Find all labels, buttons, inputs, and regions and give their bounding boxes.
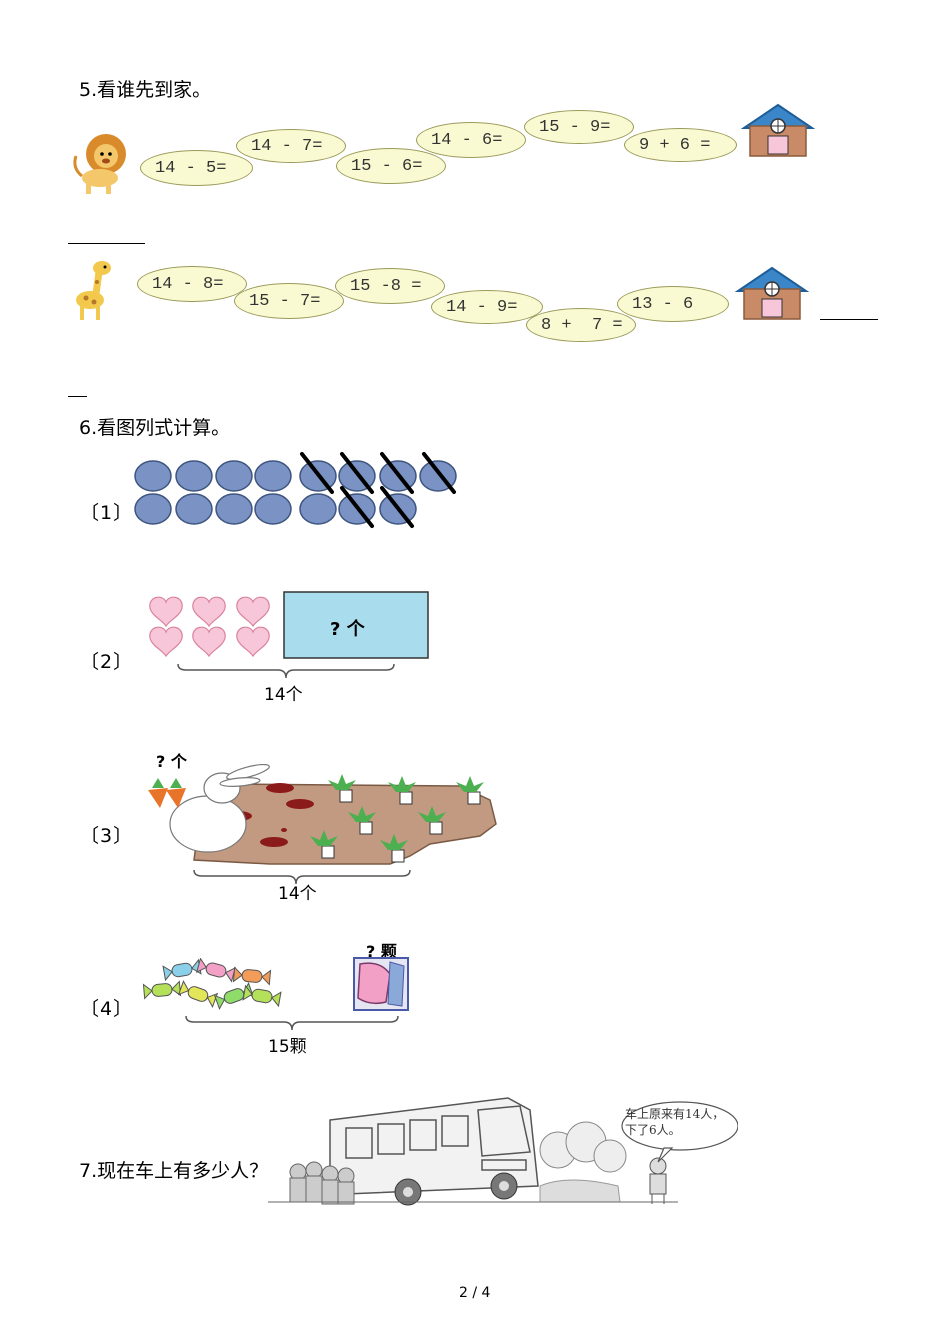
giraffe-icon: [76, 261, 111, 320]
equation-oval[interactable]: 15 - 7=: [234, 283, 344, 319]
brace: [185, 1015, 399, 1031]
candy-question-label: ? 颗: [366, 942, 397, 961]
part-label: 〔1〕: [80, 502, 134, 524]
part-label: 〔2〕: [80, 651, 134, 673]
equation-oval[interactable]: 15 - 9=: [524, 110, 634, 144]
lion-icon: [73, 134, 126, 194]
equation-oval[interactable]: 9 + 6 =: [624, 128, 737, 162]
answer-blank[interactable]: [820, 319, 878, 320]
hidden-candies-box: [353, 957, 409, 1011]
part-label: 〔3〕: [80, 825, 134, 847]
answer-blank[interactable]: [68, 243, 145, 244]
hearts-box-figure: [149, 591, 429, 679]
answer-blank[interactable]: [68, 396, 87, 397]
box-question-label: ? 个: [330, 619, 365, 640]
total-label: 14个: [278, 884, 317, 904]
q6-title: 6.看图列式计算。: [79, 417, 231, 439]
house-icon: [740, 103, 816, 157]
equation-oval[interactable]: 14 - 9=: [431, 290, 543, 324]
q7-title: 7.现在车上有多少人？: [79, 1160, 269, 1182]
equation-oval[interactable]: 14 - 5=: [140, 150, 253, 186]
speech-line: 车上原来有14人，: [625, 1107, 725, 1121]
equation-oval[interactable]: 8 + 7 =: [526, 308, 636, 342]
equation-oval[interactable]: 14 - 8=: [137, 266, 247, 302]
equation-oval[interactable]: 14 - 6=: [416, 122, 526, 158]
candies-figure: [142, 958, 282, 1010]
page-number: 2 / 4: [459, 1285, 491, 1301]
equation-oval[interactable]: 15 - 6=: [336, 148, 446, 184]
equation-oval[interactable]: 15 -8 =: [335, 268, 445, 304]
speech-bubble-text: 车上原来有14人， 下了6人。: [625, 1106, 724, 1138]
speech-line: 下了6人。: [625, 1123, 681, 1137]
house-icon: [734, 266, 810, 320]
q5-title: 5.看谁先到家。: [79, 79, 212, 101]
equation-oval[interactable]: 13 - 6: [617, 286, 729, 322]
equation-oval[interactable]: 14 - 7=: [236, 129, 346, 163]
crossed-ellipses-figure: [134, 452, 457, 528]
carrot-question-label: ? 个: [156, 752, 187, 771]
total-label: 15颗: [268, 1037, 307, 1057]
part-label: 〔4〕: [80, 998, 134, 1020]
total-label: 14个: [264, 685, 303, 705]
rabbit-garden-figure: [148, 764, 497, 885]
bus-scene-illustration: [268, 1097, 738, 1206]
